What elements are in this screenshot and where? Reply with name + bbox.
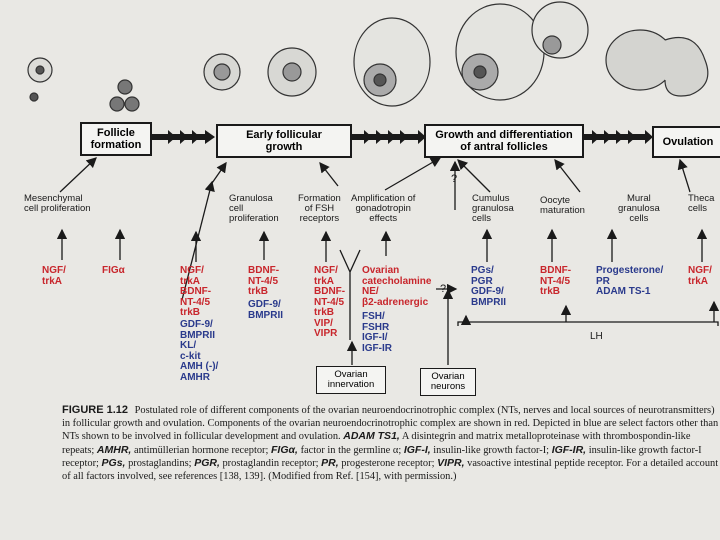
factor-figa: FIGα bbox=[102, 265, 125, 276]
caption-term: FIGα, bbox=[271, 443, 298, 456]
caption-term: IGF-I, bbox=[403, 443, 431, 456]
ovulation-box: Ovulation bbox=[652, 126, 720, 158]
caption-text: prostaglandins; bbox=[128, 457, 192, 469]
caption-text: prostaglandin receptor; bbox=[222, 457, 319, 469]
process-granulosa: Granulosa cell proliferation bbox=[229, 193, 279, 224]
process-cumulus: Cumulus granulosa cells bbox=[472, 193, 514, 224]
factor-ovarian-red: Ovarian catecholamine NE/ β2-adrenergic bbox=[362, 265, 432, 308]
factor-ovarian-blue: FSH/ FSHR IGF-I/ IGF-IR bbox=[362, 311, 392, 354]
factor-early-blue: GDF-9/ BMPRII KL/ c-kit AMH (-)/ AMHR bbox=[180, 319, 219, 383]
caption-text: insulin-like growth factor-I receptor; bbox=[62, 444, 702, 469]
factor-ngf-trka-1: NGF/ trkA bbox=[42, 265, 66, 287]
process-gonadotropin: Amplification of gonadotropin effects bbox=[351, 193, 416, 224]
lh-label: LH bbox=[590, 331, 603, 342]
stage-chevrons bbox=[150, 130, 653, 144]
caption-text: Postulated role of different components … bbox=[62, 405, 719, 443]
factor-theca-red: NGF/ trkA bbox=[688, 265, 712, 287]
figure-number: FIGURE 1.12 bbox=[62, 404, 129, 416]
process-fsh-receptors: Formation of FSH receptors bbox=[298, 193, 341, 224]
caption-term: AMHR, bbox=[96, 443, 132, 456]
factor-early-red: NGF/ trkA BDNF- NT-4/5 trkB bbox=[180, 265, 212, 318]
factor-granulosa-red: BDNF- NT-4/5 trkB bbox=[248, 265, 280, 297]
question-mark-top: ? bbox=[451, 173, 458, 185]
caption-term: PGR, bbox=[194, 456, 220, 469]
caption-term: PGs, bbox=[101, 456, 126, 469]
follicle-formation-box: Follicle formation bbox=[80, 122, 152, 156]
ovarian-neurons-box: Ovarian neurons bbox=[420, 368, 476, 396]
process-mural: Mural granulosa cells bbox=[618, 193, 660, 224]
caption-text: insulin-like growth factor-I; bbox=[433, 444, 550, 456]
antral-follicle-icon bbox=[353, 1, 589, 107]
caption-text: vasoactive intestinal peptide receptor. … bbox=[62, 457, 719, 483]
caption-text: factor in the germline α; bbox=[300, 444, 402, 456]
follicle-illustrations bbox=[27, 1, 709, 112]
factor-oocyte-red: BDNF- NT-4/5 trkB bbox=[540, 265, 572, 297]
primary-follicle-icon bbox=[203, 47, 317, 97]
ovarian-innervation-box: Ovarian innervation bbox=[316, 366, 386, 394]
caption-term: VIPR, bbox=[437, 456, 465, 469]
caption-text: A disintegrin and matrix metalloproteina… bbox=[62, 431, 691, 456]
early-growth-box: Early follicular growth bbox=[216, 124, 352, 158]
caption-term: IGF-IR, bbox=[551, 443, 587, 456]
caption-text: antimüllerian hormone receptor; bbox=[133, 444, 269, 456]
question-mark-neurons: ? bbox=[440, 283, 447, 295]
ovulation-icon bbox=[605, 29, 709, 97]
antral-growth-box: Growth and differentiation of antral fol… bbox=[424, 124, 584, 158]
factor-granulosa-blue: GDF-9/ BMPRII bbox=[248, 299, 283, 321]
caption-term: ADAM TS1, bbox=[343, 430, 400, 443]
process-theca: Theca cells bbox=[688, 193, 715, 214]
process-oocyte: Oocyte maturation bbox=[540, 195, 585, 216]
factor-cumulus-blue: PGs/ PGR GDF-9/ BMPRII bbox=[471, 265, 506, 308]
process-mesenchymal: Mesenchymal cell proliferation bbox=[24, 193, 91, 214]
factor-mural-blue: Progesterone/ PR ADAM TS-1 bbox=[596, 265, 664, 297]
caption-text: progesterone receptor; bbox=[341, 457, 435, 469]
factor-fsh-red: NGF/ trkA BDNF- NT-4/5 trkB VIP/ VIPR bbox=[314, 265, 346, 339]
caption-term: PR, bbox=[321, 456, 339, 469]
figure-caption: FIGURE 1.12 Postulated role of different… bbox=[62, 404, 720, 483]
primordial-cells-icon bbox=[27, 57, 140, 112]
